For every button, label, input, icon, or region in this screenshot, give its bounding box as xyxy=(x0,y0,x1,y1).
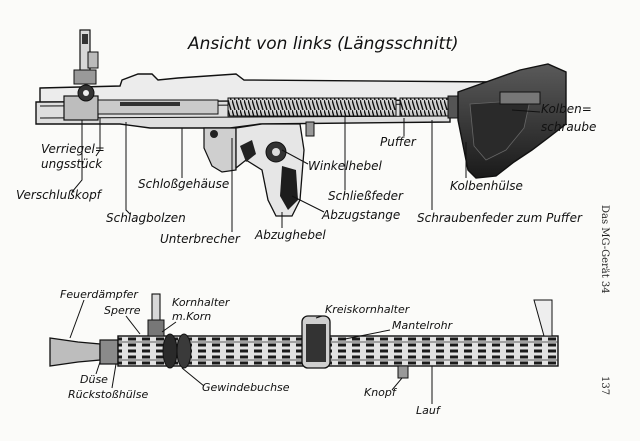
trigger-group-icon xyxy=(203,123,305,217)
label-abzugstange: Abzugstange xyxy=(321,208,400,222)
label-kolbenschraube-1: Kolben= xyxy=(541,102,592,116)
label-kolbenhuelse: Kolbenhülse xyxy=(450,179,523,193)
label-feuerdaempfer: Feuerdämpfer xyxy=(60,288,139,301)
label-verriegelungsstueck-1: Verriegel= xyxy=(41,142,105,156)
rear-sight-icon xyxy=(73,29,99,85)
label-schliessfeder: Schließfeder xyxy=(328,189,404,203)
label-schlossgehaeuse: Schloßgehäuse xyxy=(138,177,229,191)
label-mantelrohr: Mantelrohr xyxy=(392,319,454,332)
label-schraubenfeder: Schraubenfeder zum Puffer xyxy=(417,211,583,225)
lower-leader-lines xyxy=(69,299,433,404)
recoil-spring-icon xyxy=(227,97,397,117)
side-heading: Das MG-Gerät 34 xyxy=(599,205,610,294)
knopf-icon xyxy=(397,365,409,379)
label-lauf: Lauf xyxy=(416,404,442,417)
flash-hider-shape xyxy=(49,337,101,367)
label-knopf: Knopf xyxy=(364,386,398,399)
upper-section-drawing xyxy=(35,29,567,217)
upper-leader-lines xyxy=(71,109,541,232)
label-rueckstosshuelse: Rückstoßhülse xyxy=(68,388,148,401)
page-number: 137 xyxy=(599,376,610,395)
label-verschlusskopf: Verschlußkopf xyxy=(16,188,103,202)
label-sperre: Sperre xyxy=(104,304,141,317)
aa-sight-holder-icon xyxy=(301,315,331,369)
label-gewindebuchse: Gewindebuchse xyxy=(202,381,290,394)
label-kornhalter-1: Kornhalter xyxy=(172,296,231,309)
label-abzughebel: Abzughebel xyxy=(254,228,326,242)
label-kreiskornhalter: Kreiskornhalter xyxy=(325,303,411,316)
label-puffer: Puffer xyxy=(380,135,417,149)
front-sight-icon xyxy=(147,293,165,337)
threaded-bushing-icon xyxy=(162,333,192,369)
label-schlagbolzen: Schlagbolzen xyxy=(106,211,186,225)
label-kolbenschraube-2: schraube xyxy=(541,120,596,134)
buffer-spring-icon xyxy=(399,97,449,117)
bolt-icon xyxy=(63,84,219,121)
barrel-assembly-drawing xyxy=(49,293,559,379)
label-kornhalter-2: m.Korn xyxy=(172,310,211,323)
figure-title: Ansicht von links (Längsschnitt) xyxy=(187,34,459,54)
label-verriegelungsstueck-2: ungsstück xyxy=(41,157,103,171)
label-duese: Düse xyxy=(80,373,108,386)
label-unterbrecher: Unterbrecher xyxy=(160,232,241,246)
